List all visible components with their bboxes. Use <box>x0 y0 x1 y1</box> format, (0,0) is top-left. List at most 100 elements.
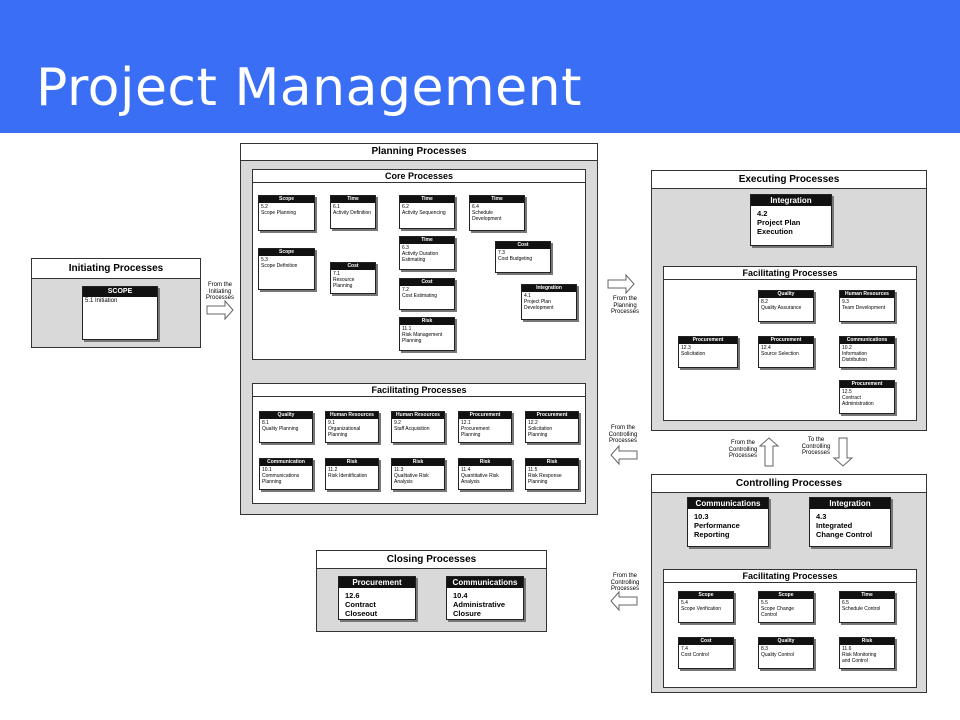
body: 9.2 Staff Acquisition <box>394 420 430 432</box>
body: 12.2 Solicitation Planning <box>528 420 553 438</box>
body: 6.3 Activity Duration Estimating <box>402 245 439 263</box>
body: 4.1 Project Plan Development <box>524 293 554 311</box>
body: 12.4 Source Selection <box>761 345 799 357</box>
header: Risk <box>400 318 454 325</box>
header: Procurement <box>840 381 894 388</box>
header: Time <box>470 196 524 203</box>
controlling-facilitating-panel: Facilitating Processes <box>663 569 917 688</box>
header: Human Resources <box>392 412 444 419</box>
body: 10.3 Performance Reporting <box>694 512 740 539</box>
header: Human Resources <box>840 291 894 298</box>
body: 11.4 Quantitative Risk Analysis <box>461 467 499 485</box>
header: Time <box>400 196 454 203</box>
body: 10.2 Information Distribution <box>842 345 868 363</box>
header: Quality <box>260 412 312 419</box>
header: Procurement <box>339 577 415 588</box>
body: 12.6 Contract Closeout <box>345 591 378 618</box>
header: Scope <box>679 592 733 599</box>
label-from-controlling-to-closing: From the Controlling Processes <box>610 573 640 592</box>
body: 4.3 Integrated Change Control <box>816 512 873 539</box>
body: 11.6 Risk Monitoring and Control <box>842 646 877 664</box>
initiating-title: Initiating Processes <box>32 259 200 279</box>
body: 7.1 Resource Planning <box>333 271 355 289</box>
header: Cost <box>496 242 550 249</box>
core-processes-title: Core Processes <box>253 170 585 183</box>
header: Scope <box>259 249 314 256</box>
closing-title: Closing Processes <box>317 551 546 569</box>
body: 8.1 Quality Planning <box>262 420 299 432</box>
controlling-facilitating-title: Facilitating Processes <box>664 570 916 583</box>
body: 9.1 Organizational Planning <box>328 420 361 438</box>
process-integrated-change-control: Integration 4.3 Integrated Change Control <box>809 497 891 547</box>
body: 6.2 Activity Sequencing <box>402 204 446 216</box>
header: Cost <box>331 263 375 270</box>
body: 6.1 Activity Definition <box>333 204 372 216</box>
header: Cost <box>679 638 733 645</box>
header: Integration <box>522 285 576 292</box>
header: Time <box>400 237 454 244</box>
body: 11.3 Qualitative Risk Analysis <box>394 467 429 485</box>
header: Quality <box>759 291 813 298</box>
body: 6.5 Schedule Control <box>842 600 881 612</box>
header: Time <box>840 592 894 599</box>
label-to-controlling: To the Controlling Processes <box>801 437 831 456</box>
process-contract-closeout: Procurement 12.6 Contract Closeout <box>338 576 416 620</box>
body: 10.4 Administrative Closure <box>453 591 506 618</box>
planning-facilitating-title: Facilitating Processes <box>253 384 585 397</box>
body: 9.3 Team Development <box>842 299 886 311</box>
body: 5.5 Scope Change Control <box>761 600 795 618</box>
header: Communications <box>840 337 894 344</box>
body: 7.4 Cost Control <box>681 646 709 658</box>
header: Scope <box>259 196 314 203</box>
header: Risk <box>392 459 444 466</box>
label-from-controlling-to-executing: From the Controlling Processes <box>728 440 758 459</box>
body: 8.2 Quality Assurance <box>761 299 802 311</box>
body: 10.1 Communications Planning <box>262 467 300 485</box>
initiating-group: Initiating Processes SCOPE 5.1 Initiatio… <box>31 258 201 348</box>
header: Integration <box>810 498 890 509</box>
initiation-body: 5.1 Initiation <box>85 298 118 304</box>
body: 8.3 Quality Control <box>761 646 795 658</box>
body: 5.2 Scope Planning <box>261 204 297 216</box>
body: 4.2 Project Plan Execution <box>757 209 801 236</box>
body: 7.2 Cost Estimating <box>402 287 438 299</box>
label-from-planning: From the Planning Processes <box>610 296 639 315</box>
header: Risk <box>459 459 511 466</box>
executing-facilitating-title: Facilitating Processes <box>664 267 916 280</box>
initiation-process: SCOPE 5.1 Initiation <box>82 286 158 340</box>
header: Cost <box>400 279 454 286</box>
body: 12.1 Procurement Planning <box>461 420 490 438</box>
header: Risk <box>326 459 378 466</box>
executing-title: Executing Processes <box>652 171 926 189</box>
controlling-title: Controlling Processes <box>652 475 926 493</box>
body: 11.1 Risk Management Planning <box>402 326 443 344</box>
body: 12.5 Contract Administration <box>842 389 874 407</box>
label-from-controlling-to-planning: From the Controlling Processes <box>608 425 638 444</box>
planning-title: Planning Processes <box>241 144 597 161</box>
